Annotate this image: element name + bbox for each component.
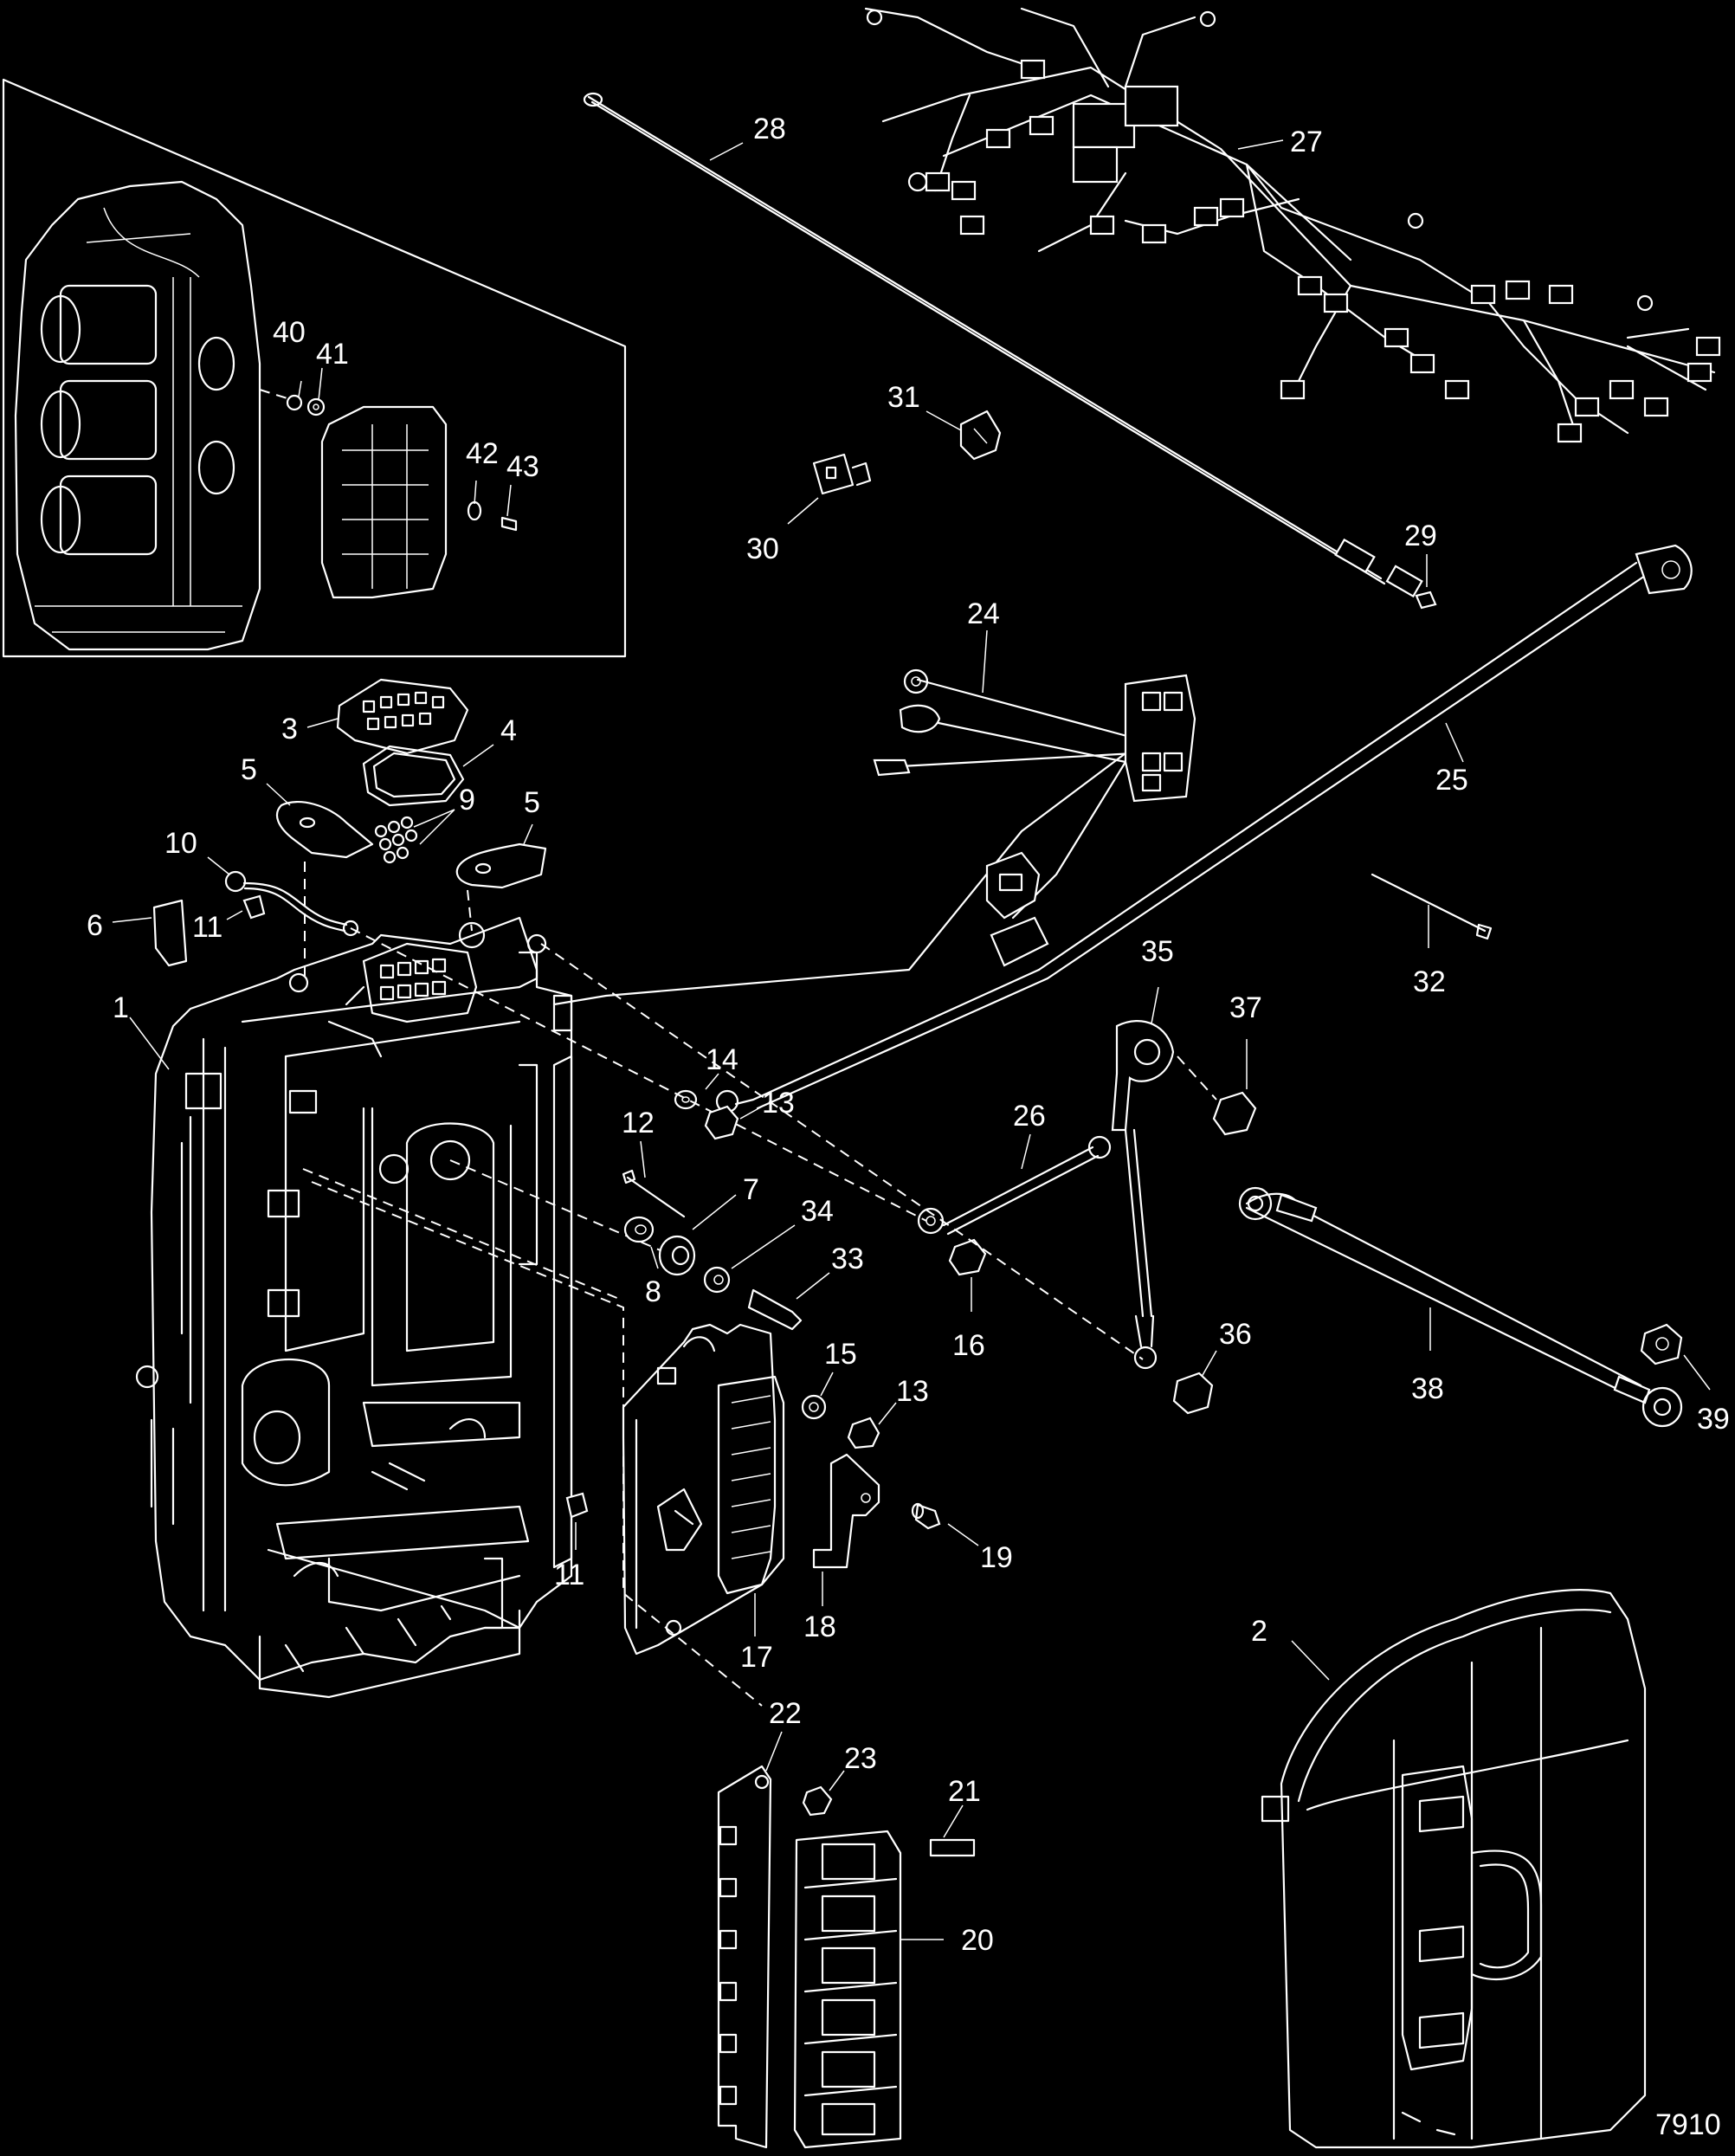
nut-23 — [802, 1785, 833, 1817]
callout-15: 15 — [824, 1338, 857, 1371]
bolt-12 — [622, 1169, 686, 1218]
callout-2: 2 — [1251, 1615, 1267, 1648]
clip-11-lower — [565, 1492, 589, 1519]
washer-15 — [801, 1394, 827, 1420]
callout-41: 41 — [316, 338, 349, 371]
figure-number: 7910 — [1655, 2108, 1721, 2141]
fuse-holders-20 — [793, 1830, 902, 2149]
callout-22: 22 — [769, 1697, 802, 1730]
callout-26: 26 — [1013, 1100, 1046, 1133]
washer-41 — [306, 397, 326, 416]
fuse-bracket-22 — [717, 1765, 772, 2149]
callout-16: 16 — [952, 1329, 985, 1362]
clip-11-upper — [242, 894, 266, 920]
screw-19 — [911, 1502, 941, 1530]
washer-34 — [703, 1266, 731, 1294]
nut-16 — [948, 1238, 987, 1276]
callout-23: 23 — [844, 1742, 877, 1775]
callout-30: 30 — [746, 533, 779, 565]
seal-4 — [362, 745, 465, 807]
engine-block-illustration — [14, 180, 261, 651]
callout-40: 40 — [273, 316, 306, 349]
bolt-13-upper — [704, 1105, 739, 1140]
nut-36 — [1172, 1372, 1214, 1415]
cover-5-right — [455, 842, 547, 889]
harness-24 — [552, 668, 1196, 1006]
callout-38: 38 — [1411, 1372, 1444, 1405]
ground-wire-10 — [224, 870, 359, 937]
inset-ecm-module — [320, 405, 448, 599]
cable-38 — [1238, 1186, 1683, 1428]
callout-14: 14 — [706, 1043, 739, 1076]
nut-37 — [1212, 1091, 1257, 1136]
battery-cable-25 — [715, 544, 1693, 1114]
grommet-8 — [623, 1216, 655, 1243]
connector-30 — [812, 453, 872, 495]
callout-29: 29 — [1404, 520, 1437, 552]
cover-2 — [1261, 1589, 1647, 2149]
callout-1: 1 — [113, 991, 129, 1024]
callout-4: 4 — [500, 714, 517, 747]
callout-33: 33 — [831, 1243, 864, 1275]
callout-12: 12 — [622, 1107, 655, 1139]
callout-7: 7 — [743, 1173, 759, 1206]
callout-39: 39 — [1697, 1403, 1730, 1436]
bracket-18 — [812, 1453, 880, 1569]
callout-28: 28 — [753, 113, 786, 145]
terminals-9 — [374, 816, 418, 864]
callout-5b: 5 — [524, 786, 540, 819]
nut-39 — [1640, 1323, 1683, 1365]
wiring-harness-27 — [864, 7, 1721, 443]
callout-37: 37 — [1229, 991, 1262, 1024]
clip-31 — [959, 410, 1002, 461]
callout-34: 34 — [801, 1195, 834, 1228]
cover-5-left — [275, 801, 374, 859]
ecm-17 — [622, 1323, 785, 1656]
callout-24: 24 — [967, 597, 1000, 630]
callout-13a: 13 — [762, 1087, 795, 1120]
plug-29 — [1415, 591, 1437, 610]
sensor-lead-28 — [583, 92, 1423, 598]
callout-20: 20 — [961, 1924, 994, 1957]
nut-40 — [286, 394, 303, 411]
callout-5a: 5 — [241, 753, 257, 786]
relay-connector-3 — [336, 678, 469, 755]
callout-9: 9 — [459, 784, 475, 817]
callout-10: 10 — [164, 827, 197, 860]
callout-32: 32 — [1413, 965, 1446, 998]
cable-tie-32 — [1371, 873, 1493, 940]
callout-17: 17 — [740, 1641, 773, 1674]
callout-11a: 11 — [192, 911, 223, 944]
fuse-label-21 — [929, 1838, 976, 1857]
callout-18: 18 — [803, 1611, 836, 1643]
callout-43: 43 — [506, 450, 539, 483]
electrical-plate-1 — [135, 916, 573, 1699]
callout-11b: 11 — [554, 1559, 584, 1591]
inset-panel: 40 41 42 43 — [2, 78, 627, 658]
callout-8: 8 — [645, 1275, 661, 1308]
ground-strap-35 — [1111, 1020, 1175, 1370]
callout-27: 27 — [1290, 126, 1323, 158]
callout-19: 19 — [980, 1541, 1013, 1574]
callout-3: 3 — [281, 713, 298, 746]
callout-25: 25 — [1435, 764, 1468, 797]
callout-35: 35 — [1141, 935, 1174, 968]
callout-36: 36 — [1219, 1318, 1252, 1351]
spacer-33 — [747, 1288, 803, 1331]
relay-block-on-plate — [288, 921, 547, 1023]
bolt-43 — [500, 516, 518, 532]
washer-14 — [674, 1089, 698, 1110]
clip-6 — [152, 899, 188, 967]
bolt-13-lower — [847, 1417, 880, 1449]
callout-13b: 13 — [896, 1375, 929, 1408]
callout-31: 31 — [887, 381, 920, 414]
callout-21: 21 — [948, 1775, 981, 1808]
callout-42: 42 — [466, 437, 499, 470]
callout-6: 6 — [87, 909, 103, 942]
grommet-7 — [658, 1235, 696, 1276]
